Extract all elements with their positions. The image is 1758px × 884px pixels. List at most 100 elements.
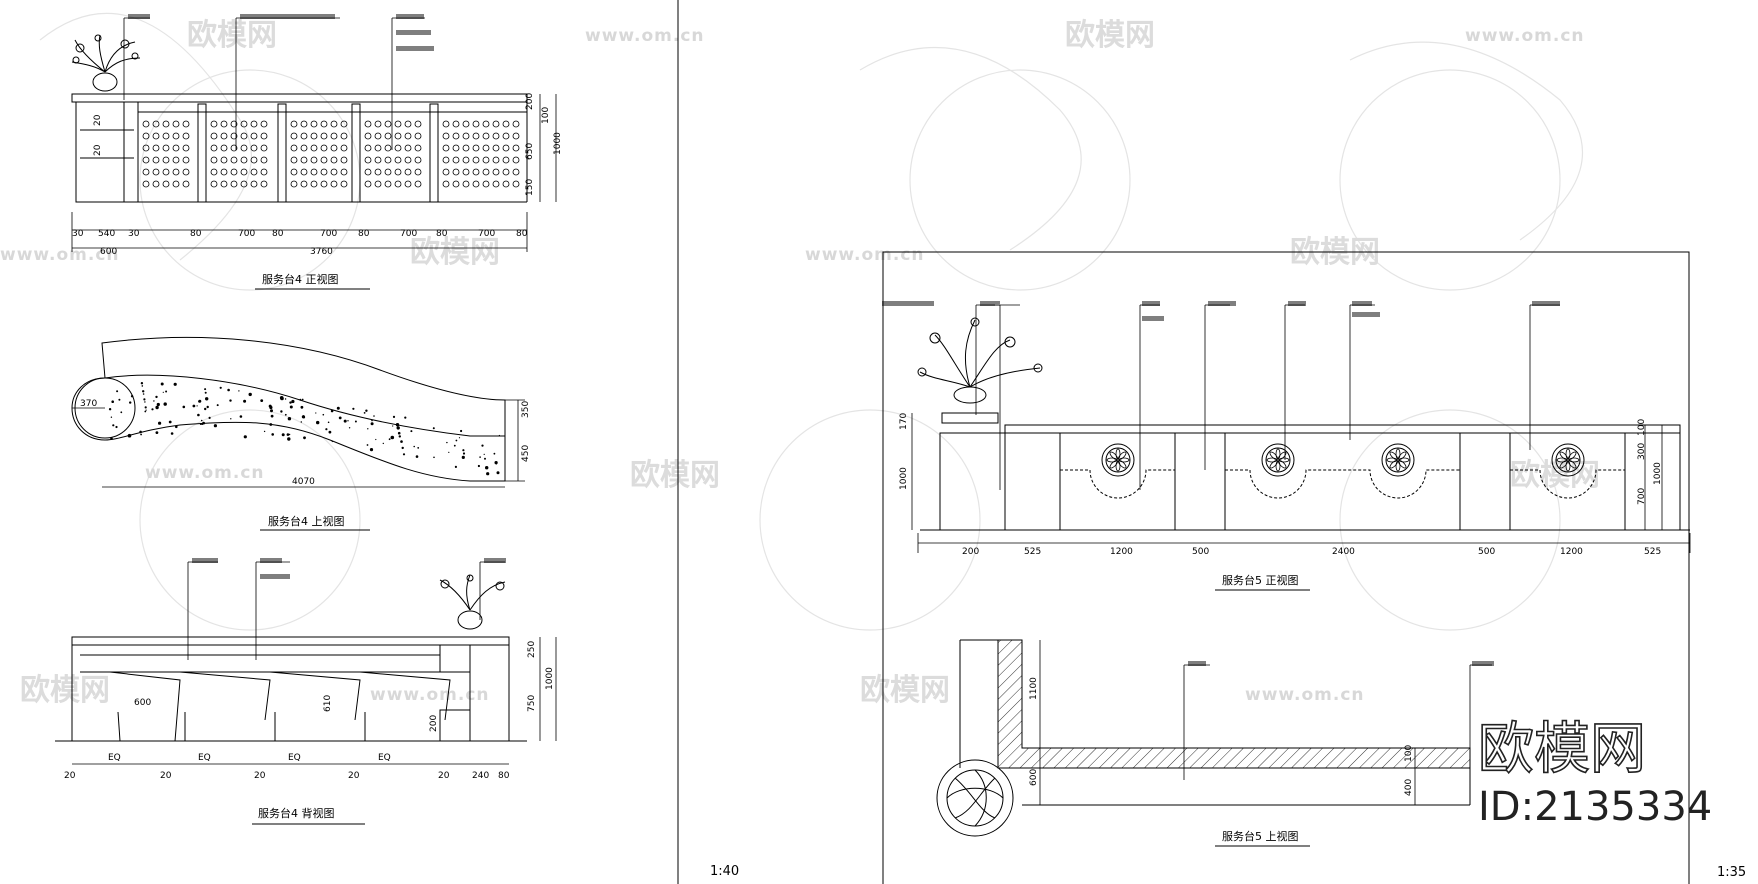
perforation-hole: [310, 168, 318, 176]
bay-label: EQ: [288, 753, 301, 763]
perforation-hole: [152, 168, 160, 176]
speckle: [204, 388, 207, 391]
perforation-hole: [340, 120, 348, 128]
perforation-hole: [182, 156, 190, 164]
perforation-hole: [384, 156, 392, 164]
perforation-hole: [462, 180, 470, 188]
speckle: [270, 409, 273, 413]
perforation-hole: [250, 132, 258, 140]
perforation-hole: [492, 132, 500, 140]
dimension-side: 200: [525, 93, 535, 110]
speckle: [173, 382, 177, 386]
speckle: [151, 408, 154, 411]
speckle: [269, 405, 273, 410]
perforation-hole: [250, 168, 258, 176]
perforation-hole: [182, 120, 190, 128]
dimension-label: 700: [478, 229, 495, 239]
dimension-side: 650: [525, 143, 535, 160]
speckle: [192, 404, 196, 408]
speckle: [144, 406, 147, 409]
right-top-title: 服务台5 上视图: [1222, 829, 1299, 843]
speckle: [461, 455, 465, 459]
perforation-hole: [482, 156, 490, 164]
dimension-label: 525: [1024, 547, 1041, 557]
speckle: [369, 448, 374, 452]
perforation-hole: [512, 144, 520, 152]
perforation-hole: [220, 120, 228, 128]
perforation-hole: [172, 132, 180, 140]
speckle: [182, 405, 186, 409]
speckle: [263, 430, 266, 433]
speckle: [328, 430, 332, 434]
perforation-hole: [162, 156, 170, 164]
speckle: [213, 424, 217, 428]
perforation-hole: [260, 168, 268, 176]
perforation-hole: [394, 144, 402, 152]
perforation-hole: [260, 156, 268, 164]
speckle: [331, 440, 333, 443]
speckle: [144, 401, 146, 403]
speckle: [493, 452, 496, 455]
perforation-hole: [374, 120, 382, 128]
perforation-hole: [220, 132, 228, 140]
perforation-hole: [142, 180, 150, 188]
perforation-hole: [182, 132, 190, 140]
speckle: [375, 438, 377, 441]
speckle: [462, 452, 466, 455]
right-top-view: [936, 639, 1471, 837]
speckle: [141, 385, 144, 387]
perforation-hole: [330, 156, 338, 164]
dimension-label: 700: [320, 229, 337, 239]
speckle: [227, 388, 230, 392]
speckle: [417, 447, 420, 449]
dimension-inner: 20: [93, 144, 103, 156]
speckle: [284, 413, 287, 416]
speckle: [111, 400, 114, 404]
perforation-hole: [230, 156, 238, 164]
perforation-hole: [462, 168, 470, 176]
watermark-url: www.om.cn: [805, 245, 925, 265]
speckle: [118, 398, 121, 401]
left-front-notes: [128, 14, 434, 51]
speckle: [142, 393, 145, 395]
perforation-hole: [502, 156, 510, 164]
perforation-hole: [182, 168, 190, 176]
perforation-hole: [394, 156, 402, 164]
perforation-hole: [340, 180, 348, 188]
dimension-label: 20: [64, 771, 76, 781]
dimension-total: 3760: [310, 247, 333, 257]
watermark-url: www.om.cn: [0, 245, 120, 265]
perforation-hole: [492, 144, 500, 152]
speckle: [388, 438, 391, 441]
perforation-hole: [220, 144, 228, 152]
perforation-hole: [442, 168, 450, 176]
perforation-hole: [492, 156, 500, 164]
speckle: [170, 432, 174, 435]
dimension-label: 30: [72, 229, 84, 239]
dimension-label: 500: [1478, 547, 1495, 557]
rosette-icon: [1551, 443, 1585, 477]
watermark-text-group: 欧模网 欧模网 欧模网 欧模网 欧模网 欧模网 欧模网 欧模网 www.om.c…: [0, 18, 1600, 708]
right-top-dim-lines: [1039, 640, 1416, 805]
speckle: [238, 390, 240, 392]
watermark-url: www.om.cn: [1465, 26, 1585, 46]
speckle: [336, 406, 340, 410]
perforation-hole: [472, 120, 480, 128]
speckle: [197, 413, 200, 417]
speckle: [156, 402, 160, 407]
perforation-hole: [384, 120, 392, 128]
dimension-side: 1000: [545, 667, 555, 690]
perforation-hole: [452, 156, 460, 164]
perforation-hole: [260, 132, 268, 140]
perforation-hole: [290, 156, 298, 164]
perforation-hole: [220, 168, 228, 176]
perforation-hole: [384, 132, 392, 140]
perforation-hole: [230, 132, 238, 140]
perforation-hole: [230, 120, 238, 128]
perforation-hole: [330, 168, 338, 176]
speckle: [110, 416, 113, 418]
speckle: [303, 436, 306, 440]
right-front-leaders: [882, 301, 1560, 490]
dimension-label: 240: [472, 771, 489, 781]
